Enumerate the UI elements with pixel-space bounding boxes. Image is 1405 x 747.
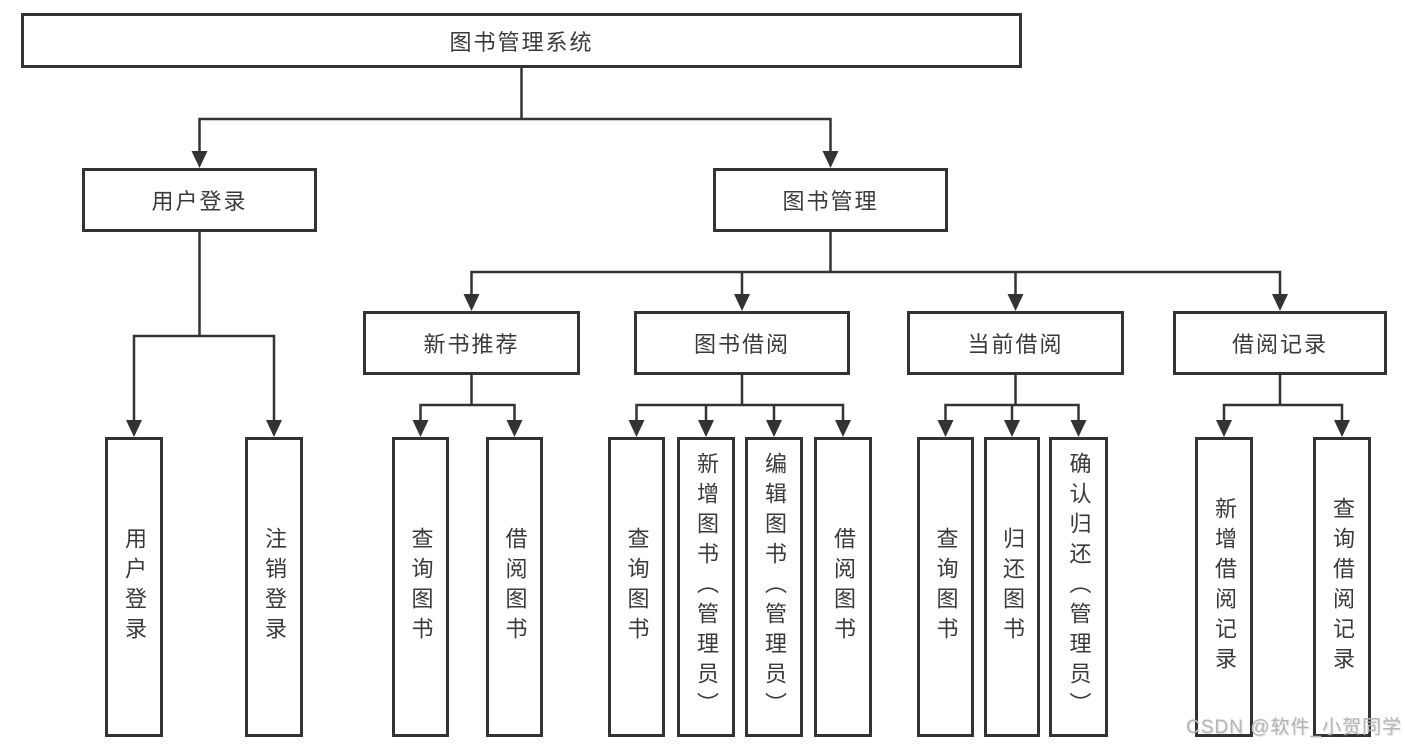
csdn-watermark: CSDN @软件_小贺同学 [1186,717,1402,738]
node-label: 新增借阅记录 [1212,497,1237,677]
node-label: 借阅图书 [502,527,528,647]
leaf-query-borrow-record: 查询借阅记录 [1313,437,1371,737]
leaf-borrow-books-borrowing: 借阅图书 [814,437,872,737]
node-label: 查询图书 [933,527,959,647]
node-label: 查询图书 [408,527,434,647]
leaf-query-books-recommend: 查询图书 [392,437,449,737]
node-label: 编辑图书（管理员） [762,452,787,722]
leaf-logout: 注销登录 [245,437,303,737]
node-label: 注销登录 [262,527,287,647]
leaf-add-books-admin: 新增图书（管理员） [677,437,735,737]
node-book-borrowing: 图书借阅 [634,311,850,375]
node-current-borrowing: 当前借阅 [907,311,1124,375]
node-label: 查询图书 [624,527,650,647]
node-label: 新增图书（管理员） [694,452,719,722]
node-label: 图书管理 [782,189,879,214]
node-new-book-recommend: 新书推荐 [363,311,580,375]
node-label: 借阅图书 [831,527,856,647]
leaf-return-books: 归还图书 [984,437,1040,737]
node-borrowing-records: 借阅记录 [1173,311,1387,375]
node-label: 图书借阅 [693,332,790,357]
node-label: 归还图书 [1000,527,1025,647]
node-label: 新书推荐 [423,332,520,357]
leaf-borrow-books-recommend: 借阅图书 [486,437,543,737]
node-label: 当前借阅 [967,332,1064,357]
leaf-add-borrow-record: 新增借阅记录 [1195,437,1253,737]
leaf-confirm-return-admin: 确认归还（管理员） [1049,437,1108,737]
node-book-management: 图书管理 [713,168,948,232]
node-label: 用户登录 [122,527,147,647]
leaf-query-books-borrowing: 查询图书 [608,437,665,737]
node-label: 图书管理系统 [449,29,594,55]
node-label: 借阅记录 [1231,332,1328,357]
leaf-edit-books-admin: 编辑图书（管理员） [745,437,803,737]
node-root-library-system: 图书管理系统 [21,13,1022,68]
leaf-user-login: 用户登录 [105,437,163,737]
leaf-query-books-current: 查询图书 [917,437,974,737]
node-user-login: 用户登录 [82,168,317,232]
node-label: 确认归还（管理员） [1066,452,1092,722]
node-label: 查询借阅记录 [1330,497,1355,677]
node-label: 用户登录 [151,189,248,214]
